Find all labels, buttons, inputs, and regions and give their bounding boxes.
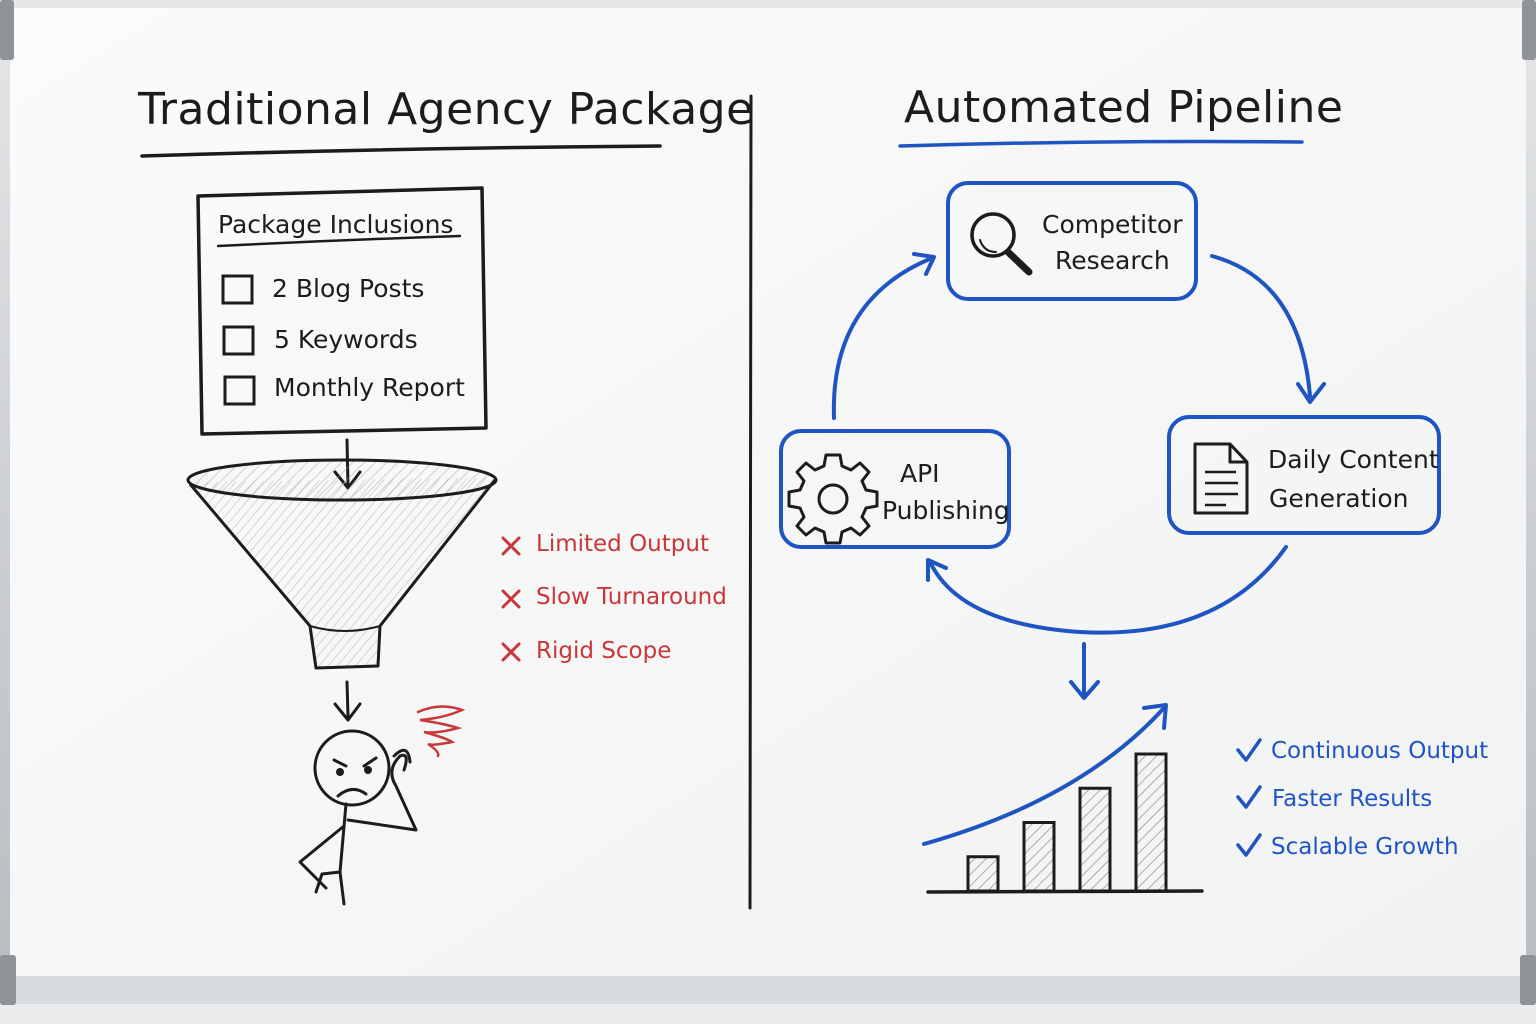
arrow-content-to-publishing bbox=[928, 545, 1288, 635]
x-mark-icon bbox=[501, 589, 521, 609]
checklist-item: 5 Keywords bbox=[274, 325, 418, 354]
right-title: Automated Pipeline bbox=[904, 82, 1344, 133]
benefit-item: Faster Results bbox=[1272, 786, 1433, 812]
drawback-item: Rigid Scope bbox=[536, 638, 672, 664]
research-node-label: Research bbox=[1055, 246, 1170, 275]
center-divider bbox=[748, 94, 753, 910]
growth-bar bbox=[1134, 752, 1168, 893]
package-box bbox=[196, 186, 488, 436]
x-mark-icon bbox=[501, 642, 521, 662]
funnel-icon bbox=[186, 458, 498, 670]
right-title-underline bbox=[898, 139, 1304, 148]
frame-corner bbox=[0, 955, 16, 1005]
gear-icon bbox=[787, 453, 879, 545]
check-mark-icon bbox=[1236, 833, 1262, 857]
checklist-item: Monthly Report bbox=[274, 373, 465, 402]
checklist-item: 2 Blog Posts bbox=[272, 274, 425, 303]
frame-corner bbox=[1520, 955, 1536, 1005]
box-title-underline bbox=[216, 234, 462, 248]
content-node-label: Daily Content bbox=[1268, 445, 1439, 474]
benefit-item: Scalable Growth bbox=[1271, 834, 1459, 860]
publishing-node-label: Publishing bbox=[882, 496, 1010, 525]
left-title: Traditional Agency Package bbox=[138, 84, 754, 135]
growth-bar bbox=[1022, 821, 1056, 893]
growth-bar bbox=[1078, 786, 1112, 893]
drawback-item: Slow Turnaround bbox=[536, 584, 727, 610]
frustrated-person-icon bbox=[298, 729, 418, 906]
growth-bar bbox=[966, 855, 1000, 893]
daily-content-node bbox=[1167, 415, 1441, 535]
growth-chart bbox=[966, 752, 1168, 893]
arrow-to-person bbox=[345, 680, 350, 718]
publishing-node-label: API bbox=[900, 459, 940, 488]
research-node-label: Competitor bbox=[1042, 210, 1183, 239]
api-publishing-node bbox=[779, 429, 1011, 549]
arrow-research-to-content bbox=[1210, 254, 1312, 398]
drawback-item: Limited Output bbox=[536, 531, 709, 557]
frame-corner bbox=[1522, 0, 1536, 60]
checkbox-icon bbox=[223, 375, 256, 406]
magnifier-icon bbox=[970, 212, 1033, 276]
benefit-item: Continuous Output bbox=[1271, 738, 1489, 764]
document-icon bbox=[1193, 442, 1249, 515]
checkbox-icon bbox=[222, 325, 255, 356]
x-mark-icon bbox=[501, 536, 521, 556]
package-box-title: Package Inclusions bbox=[218, 210, 454, 239]
arrow-publishing-to-research bbox=[831, 256, 934, 420]
competitor-research-node bbox=[946, 181, 1198, 301]
left-title-underline bbox=[140, 144, 662, 158]
chart-baseline bbox=[926, 889, 1204, 894]
growth-trend-arrow bbox=[922, 706, 1166, 846]
check-mark-icon bbox=[1236, 738, 1262, 762]
stress-scribble-icon bbox=[416, 705, 466, 758]
check-mark-icon bbox=[1236, 785, 1262, 809]
content-node-label: Generation bbox=[1269, 484, 1409, 513]
frame-corner bbox=[0, 0, 14, 60]
checkbox-icon bbox=[221, 274, 254, 305]
